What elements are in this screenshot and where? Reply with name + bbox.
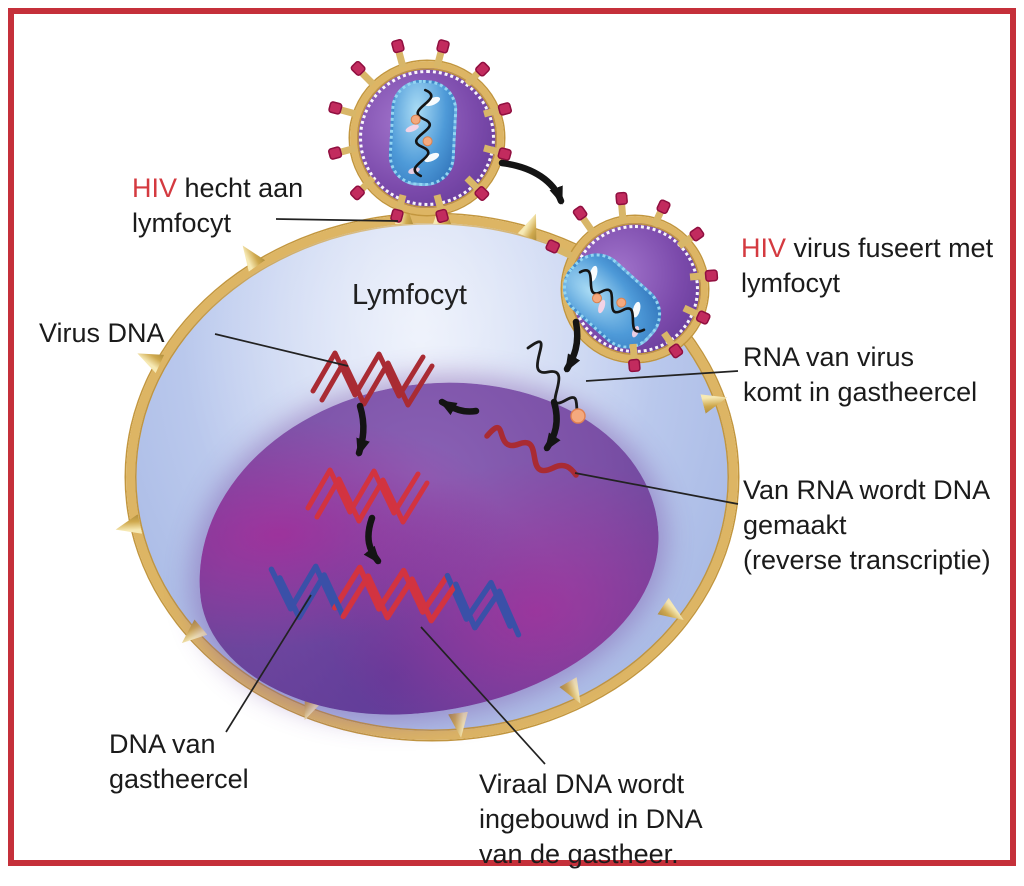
arrow-rna-to-dna-icon xyxy=(543,398,561,452)
leader-attach xyxy=(275,218,399,222)
virus-dna-strand-icon xyxy=(310,350,435,408)
virus-dna-in-nucleus-icon xyxy=(305,467,430,525)
diagram-frame: Lymfocyt HIV hecht aan lymfocyt HIV viru… xyxy=(8,8,1016,869)
matrix-dotted-ring-icon xyxy=(359,70,495,206)
reverse-transcribed-dna-icon xyxy=(484,425,579,478)
arrows-and-leaders-overlay xyxy=(214,159,739,765)
arrow-to-virus-dna-icon xyxy=(438,398,480,416)
leader-virus-dna xyxy=(214,333,349,367)
callout-virus-dna: Virus DNA xyxy=(39,318,165,348)
leader-host-dna xyxy=(225,594,312,733)
hiv-highlight: HIV xyxy=(132,173,178,203)
arrow-dna-into-nucleus-icon xyxy=(355,402,370,457)
callout-fuse-text: virus fuseert met lymfocyt xyxy=(741,233,994,299)
rna-strand-icon xyxy=(413,88,433,178)
capsid-icon xyxy=(550,241,674,361)
callout-attach-text: hecht aan lymfocyt xyxy=(132,173,304,239)
rna-strand-icon xyxy=(578,269,646,333)
integrated-dna-strand-icon xyxy=(268,563,522,638)
callout-fuse: HIV virus fuseert met lymfocyt xyxy=(741,231,993,301)
callout-viral-integration: Viraal DNA wordt ingebouwd in DNA van de… xyxy=(479,769,703,870)
arrow-dna-integration-icon xyxy=(363,514,382,565)
leader-rna-entry xyxy=(585,370,739,382)
callout-reverse-transcription: Van RNA wordt DNA gemaakt (reverse trans… xyxy=(743,475,991,576)
cell-label: Lymfocyt xyxy=(352,279,467,311)
hiv-virion-attached-icon xyxy=(339,50,504,215)
callout-host-dna: DNA van gastheercel xyxy=(109,729,249,795)
capsid-icon xyxy=(387,78,459,188)
leader-reverse-transcription xyxy=(574,472,739,505)
leader-viral-integration xyxy=(420,626,546,765)
capsid-contents-icon xyxy=(405,88,441,178)
arrow-virus-travel-icon xyxy=(498,159,565,205)
hiv-infection-diagram: Lymfocyt HIV hecht aan lymfocyt HIV viru… xyxy=(14,14,1010,869)
capsid-contents-icon xyxy=(578,265,646,338)
arrow-rna-entry-icon xyxy=(563,318,581,373)
viral-rna-in-cytoplasm-icon xyxy=(526,340,586,424)
hiv-highlight: HIV xyxy=(741,233,787,263)
hiv-virion-fusing-icon xyxy=(550,204,708,362)
callout-rna-entry: RNA van virus komt in gastheercel xyxy=(743,342,978,408)
callout-attach: HIV hecht aan lymfocyt xyxy=(132,171,303,241)
